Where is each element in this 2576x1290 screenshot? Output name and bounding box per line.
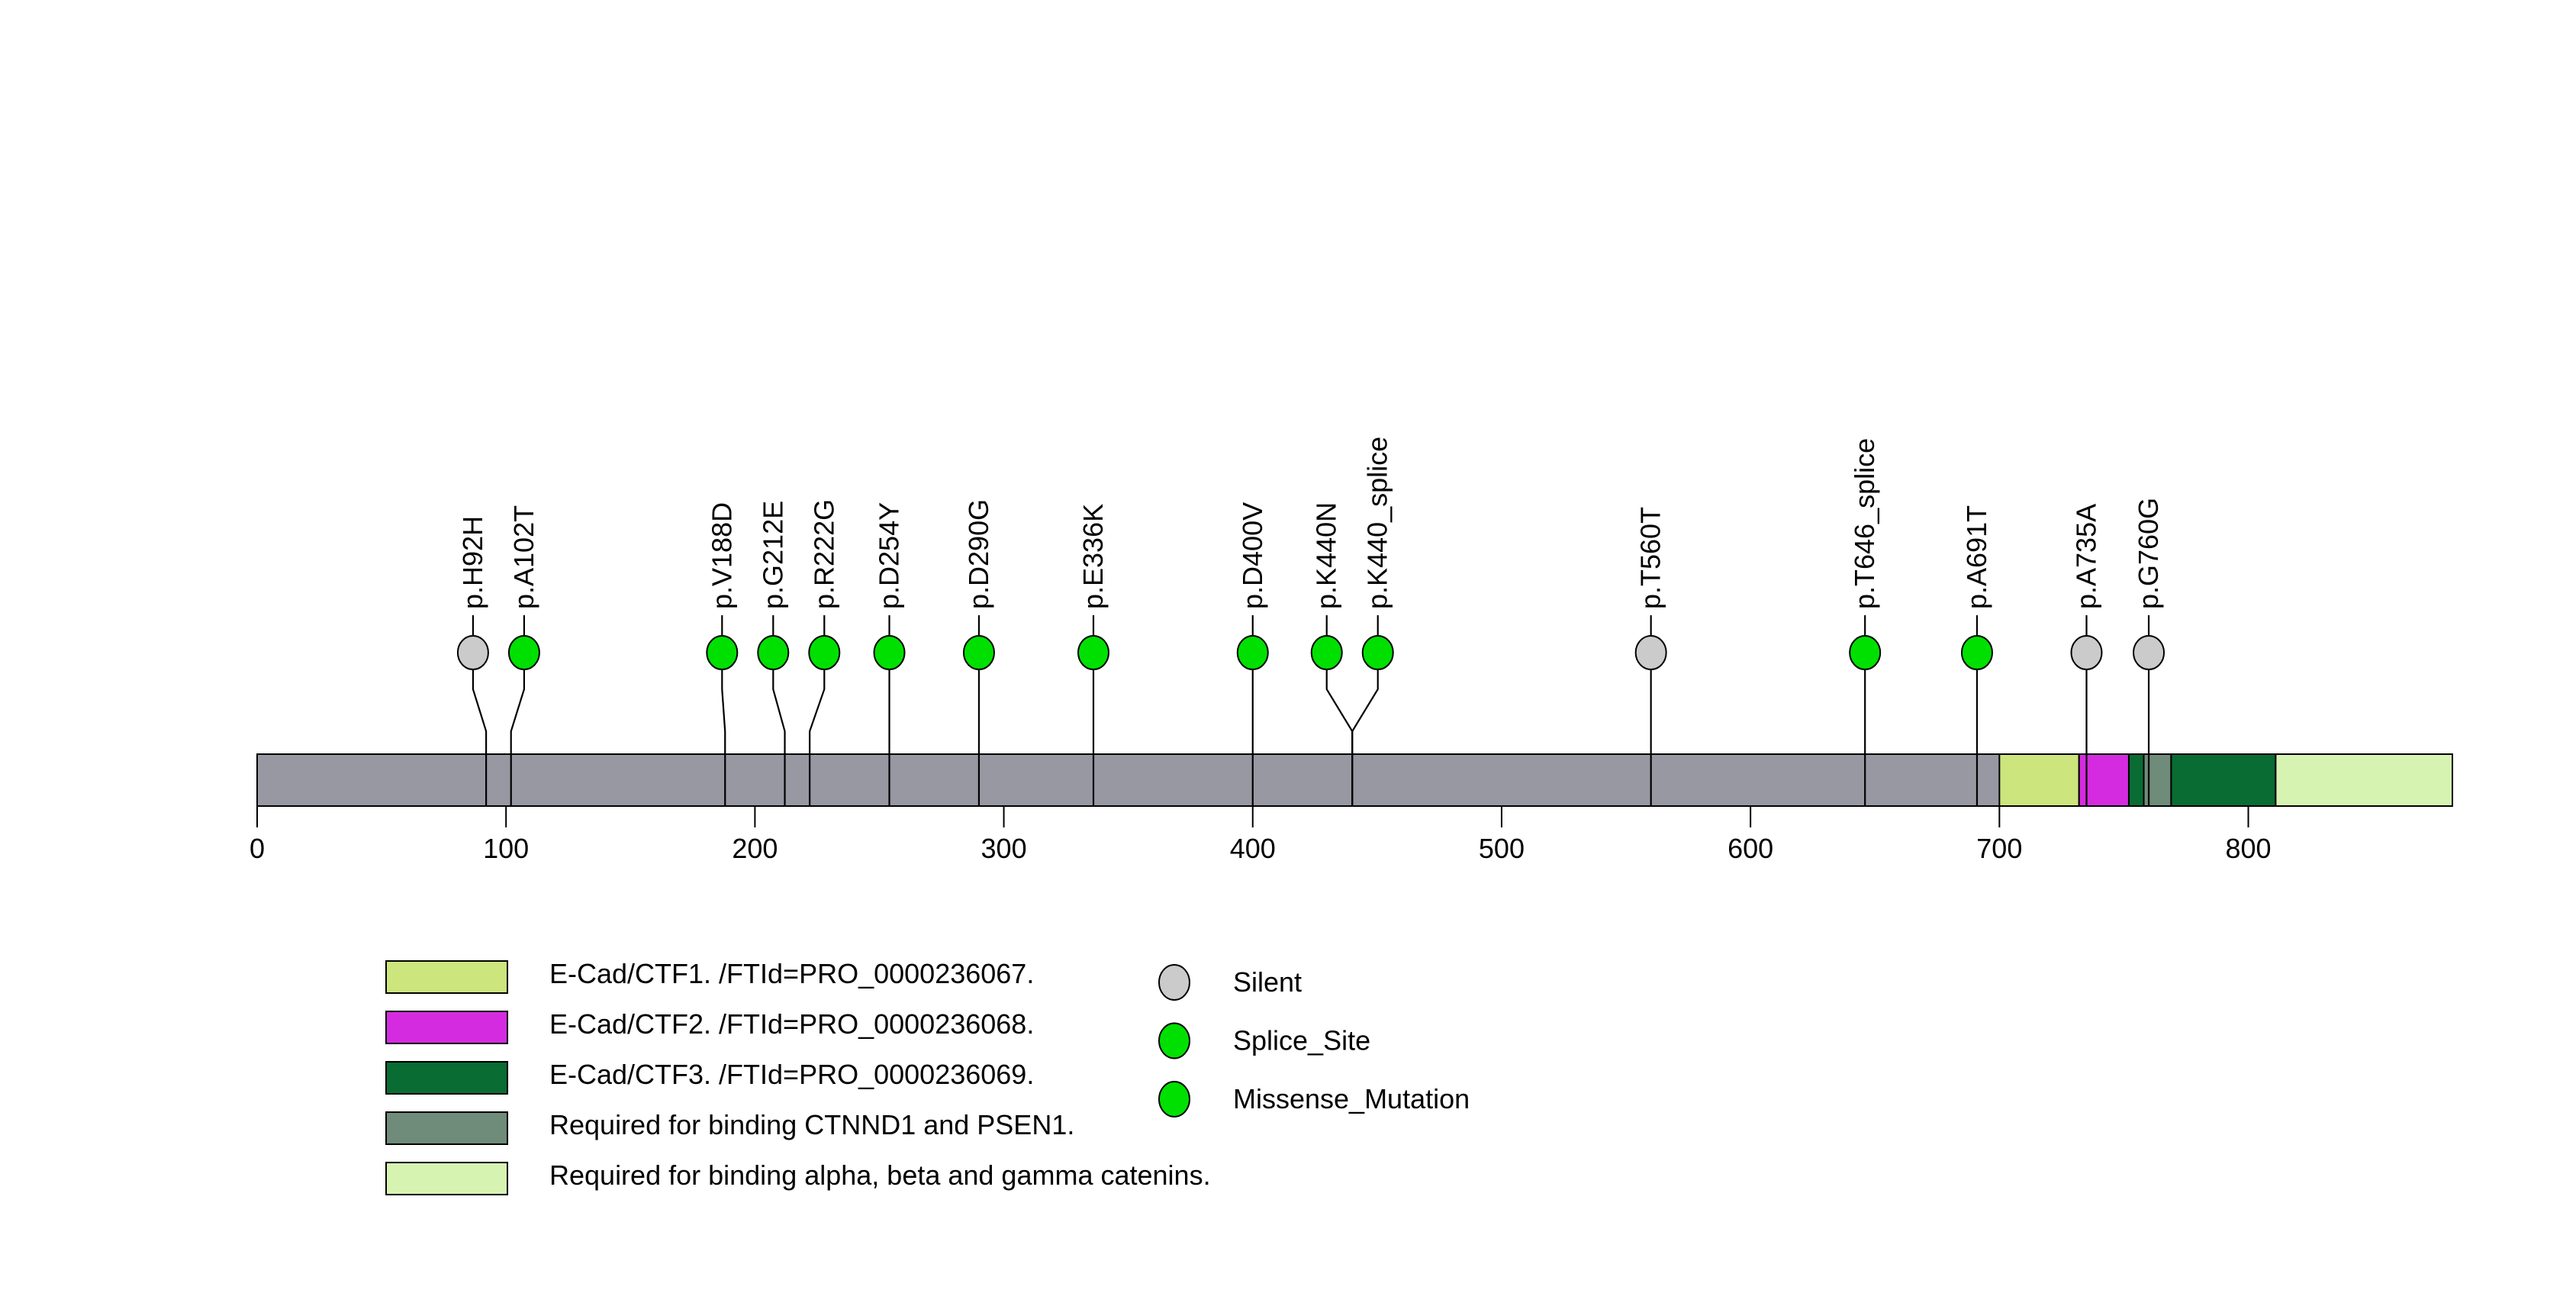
mutation-label-p.E336K: p.E336K: [1077, 504, 1109, 609]
axis-tick-label: 0: [250, 833, 265, 864]
legend-mutation-label-Splice_Site: Splice_Site: [1233, 1025, 1370, 1056]
mutation-circle-p.E336K: [1077, 635, 1109, 670]
mutation-circle-p.T646_splice: [1849, 635, 1882, 670]
mutation-circle-p.V188D: [706, 635, 739, 670]
axis-group: 0 100 200 300 400 500 600 700 800: [250, 806, 2272, 864]
mutation-label-p.K440_splice: p.K440_splice: [1362, 437, 1393, 609]
axis-tick-label: 400: [1230, 833, 1276, 864]
legend-domain-swatch-ctnnd1_psen1: [385, 1111, 508, 1145]
axis-tick-label: 100: [483, 833, 529, 864]
mutation-circle-p.R222G: [808, 635, 841, 670]
mutation-labels-group: p.H92H p.A102T p.V188D p.G212E p.R222G p.D254…: [457, 437, 2164, 609]
mutation-circle-p.G760G: [2133, 635, 2165, 670]
mutation-label-p.R222G: p.R222G: [808, 499, 839, 609]
mutation-label-p.V188D: p.V188D: [706, 502, 737, 609]
legend-domain-label-ctnnd1_psen1: Required for binding CTNND1 and PSEN1.: [549, 1109, 1074, 1140]
legend-mutation-marker-Splice_Site: [1158, 1022, 1190, 1059]
axis-tick-label: 800: [2225, 833, 2271, 864]
mutation-circle-p.T560T: [1634, 635, 1667, 670]
legend-domain-swatch-ctf3: [385, 1061, 508, 1095]
legend-domain-label-ctf2: E-Cad/CTF2. /FTId=PRO_0000236068.: [549, 1008, 1034, 1040]
legend-domain-swatch-ctf2: [385, 1011, 508, 1044]
mutation-circle-p.A691T: [1960, 635, 1993, 670]
axis-tick-label: 500: [1479, 833, 1525, 864]
legend-domain-label-catenin_binding: Required for binding alpha, beta and gam…: [549, 1159, 1211, 1191]
domain-segments-group: [1998, 753, 2454, 807]
legend-mutation-label-Silent: Silent: [1233, 966, 1302, 998]
legend-domain-label-ctf1: E-Cad/CTF1. /FTId=PRO_0000236067.: [549, 958, 1034, 989]
mutation-circle-p.G212E: [757, 635, 790, 670]
legend-mutation-marker-Silent: [1158, 964, 1190, 1001]
axis-tick-label: 200: [732, 833, 778, 864]
domain-segment-ctf1: [1998, 753, 2080, 807]
mutation-circle-p.D254Y: [873, 635, 906, 670]
mutation-label-p.A691T: p.A691T: [1961, 505, 1992, 609]
legend-domain-swatch-ctf1: [385, 960, 508, 994]
axis-tick-label: 300: [981, 833, 1027, 864]
mutation-label-p.G760G: p.G760G: [2133, 498, 2164, 609]
mutation-label-p.K440N: p.K440N: [1311, 502, 1342, 609]
legend-mutation-label-Missense_Mutation: Missense_Mutation: [1233, 1083, 1470, 1114]
legend-domain-label-ctf3: E-Cad/CTF3. /FTId=PRO_0000236069.: [549, 1059, 1034, 1090]
domain-segment-ctf3: [2127, 753, 2145, 807]
mutation-label-p.D290G: p.D290G: [963, 499, 994, 609]
mutation-label-p.A102T: p.A102T: [508, 505, 539, 609]
mutation-circle-p.K440_splice: [1361, 635, 1394, 670]
axis-tick-label: 600: [1728, 833, 1773, 864]
mutation-circle-p.D400V: [1236, 635, 1269, 670]
legend-domain-swatch-catenin_binding: [385, 1162, 508, 1195]
domain-segment-catenin_binding: [2275, 753, 2454, 807]
mutation-label-p.T646_splice: p.T646_splice: [1849, 438, 1880, 609]
domain-segment-ctnnd1_psen1: [2143, 753, 2172, 807]
legend-group: E-Cad/CTF1. /FTId=PRO_0000236067. E-Cad/C…: [385, 958, 1470, 1195]
mutation-circles-group: [456, 635, 2165, 670]
mutation-label-p.H92H: p.H92H: [457, 516, 488, 609]
mutation-circle-p.A102T: [507, 635, 540, 670]
mutation-label-p.A735A: p.A735A: [2071, 504, 2102, 609]
mutation-label-p.D254Y: p.D254Y: [874, 502, 905, 609]
mutation-label-p.D400V: p.D400V: [1237, 502, 1268, 609]
legend-mutation-marker-Missense_Mutation: [1158, 1081, 1190, 1117]
domain-segment-ctf3: [2170, 753, 2277, 807]
mutation-label-p.G212E: p.G212E: [757, 501, 788, 609]
mutation-label-p.T560T: p.T560T: [1635, 507, 1666, 609]
axis-tick-label: 700: [1976, 833, 2022, 864]
mutation-circle-p.D290G: [962, 635, 995, 670]
mutation-circle-p.H92H: [456, 635, 489, 670]
mutation-circle-p.A735A: [2070, 635, 2103, 670]
mutation-circle-p.K440N: [1310, 635, 1343, 670]
